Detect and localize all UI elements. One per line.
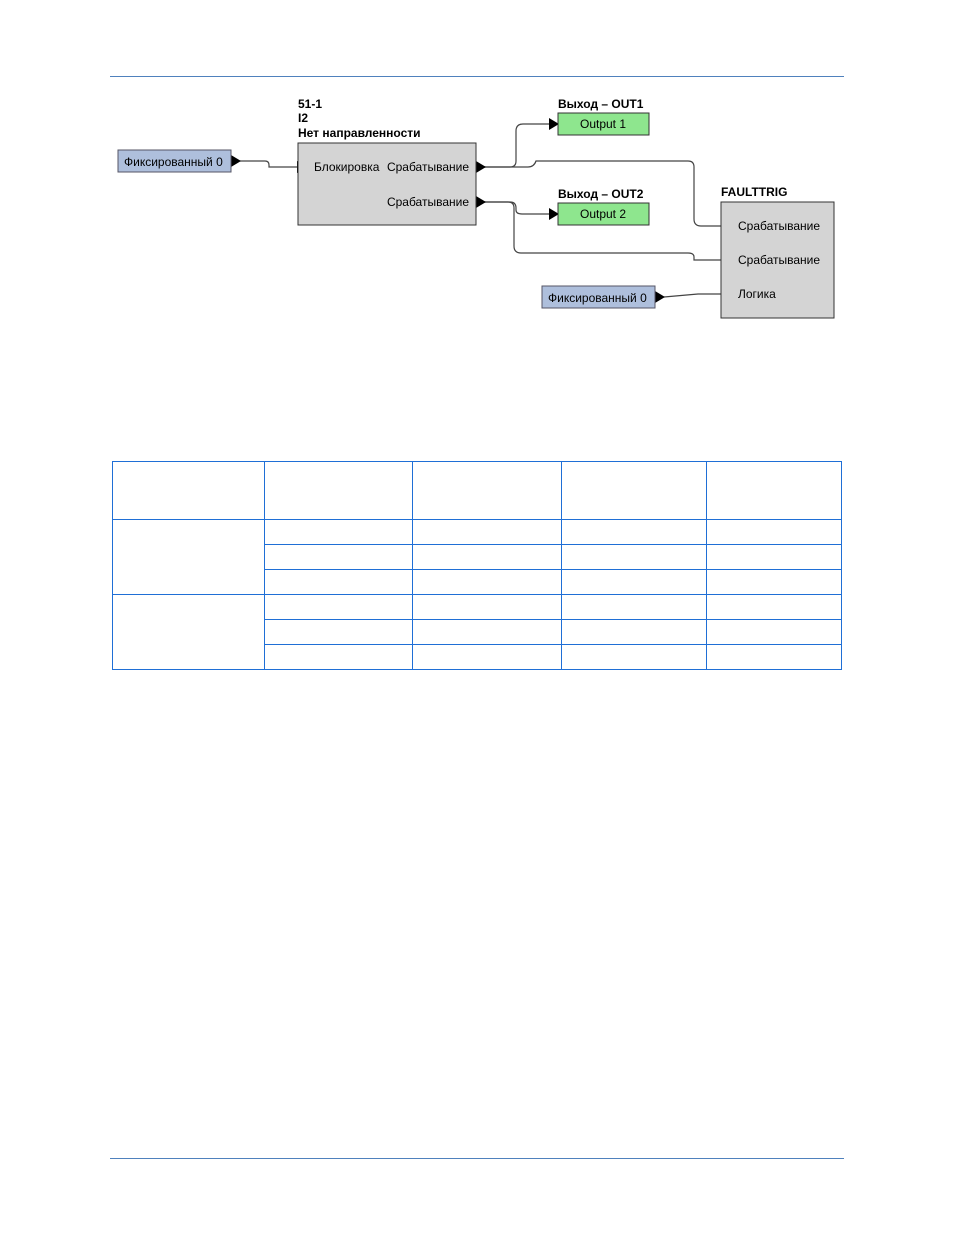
table-cell [561, 544, 707, 570]
fixed-zero-right-label: Фиксированный 0 [548, 291, 647, 305]
output-out1[interactable]: Выход – OUT1 Output 1 [557, 97, 650, 136]
wire-fixed0-to-logic [663, 293, 721, 298]
wire-trip1-to-faulttrig-1 [484, 160, 721, 227]
logic-diagram: Фиксированный 0 51-1 I2 Нет направленнос… [117, 97, 835, 319]
arrow-block-out1 [476, 161, 486, 173]
out1-title: Выход – OUT1 [558, 97, 644, 111]
table-cell [561, 461, 707, 520]
table-group-cell [112, 519, 265, 595]
fixed-zero-left[interactable]: Фиксированный 0 [117, 149, 232, 173]
table-cell [264, 544, 413, 570]
header-rule [110, 76, 844, 77]
block-faulttrig[interactable]: FAULTTRIG Срабатывание Срабатывание Логи… [720, 185, 835, 319]
table-row [113, 569, 842, 595]
table-cell [264, 619, 413, 645]
arrow-out2-in [549, 208, 559, 220]
table-cell [412, 619, 562, 645]
table-cell [412, 461, 562, 520]
output-out2[interactable]: Выход – OUT2 Output 2 [557, 187, 650, 226]
fixed-zero-left-label: Фиксированный 0 [124, 155, 223, 169]
table-cell [112, 461, 265, 520]
arrow-fixed-left [231, 155, 241, 167]
faulttrig-input-3-label: Логика [738, 287, 776, 301]
table-cell [264, 569, 413, 595]
table-cell [412, 519, 562, 545]
table-cell [412, 594, 562, 620]
out1-label: Output 1 [580, 117, 626, 131]
table-cell [561, 644, 707, 670]
wire-trip2-to-out2 [484, 201, 556, 215]
table-cell [264, 519, 413, 545]
table-cell [412, 544, 562, 570]
faulttrig-input-1-label: Срабатывание [738, 219, 820, 233]
footer-rule [110, 1158, 844, 1159]
table-cell [706, 569, 842, 595]
table-cell [706, 644, 842, 670]
table-cell [706, 619, 842, 645]
table-header-row [112, 461, 842, 520]
block-input-label: Блокировка [314, 160, 380, 174]
table-cell [412, 569, 562, 595]
arrow-block-out2 [476, 196, 486, 208]
wire-trip2-to-faulttrig-2 [484, 201, 721, 261]
block-51-1[interactable]: 51-1 I2 Нет направленности Блокировка Ср… [297, 97, 477, 226]
table-row [112, 519, 842, 595]
block-output-2-label: Срабатывание [387, 195, 469, 209]
table-cell [561, 619, 707, 645]
block-51-1-title-3: Нет направленности [298, 126, 421, 140]
fixed-zero-right[interactable]: Фиксированный 0 [541, 285, 656, 309]
table-cell [706, 461, 842, 520]
table-cell [561, 519, 707, 545]
faulttrig-input-2-label: Срабатывание [738, 253, 820, 267]
wires [240, 123, 721, 298]
out2-label: Output 2 [580, 207, 626, 221]
table-cell [264, 461, 413, 520]
arrow-fixed-right [655, 291, 665, 303]
table-cell [706, 544, 842, 570]
table-cell [412, 644, 562, 670]
block-51-1-title-2: I2 [298, 111, 308, 125]
table-cell [561, 569, 707, 595]
wire-fixed0-to-block [240, 160, 298, 168]
block-output-1-label: Срабатывание [387, 160, 469, 174]
table-row [113, 644, 842, 670]
table-cell [264, 594, 413, 620]
block-51-1-title-1: 51-1 [298, 97, 322, 111]
settings-table [112, 461, 842, 670]
table-cell [706, 519, 842, 545]
table-group-cell [112, 594, 265, 670]
out2-title: Выход – OUT2 [558, 187, 644, 201]
table-cell [706, 594, 842, 620]
arrow-out1-in [549, 118, 559, 130]
table-row [112, 594, 842, 670]
faulttrig-title: FAULTTRIG [721, 185, 787, 199]
table-cell [264, 644, 413, 670]
table-cell [561, 594, 707, 620]
